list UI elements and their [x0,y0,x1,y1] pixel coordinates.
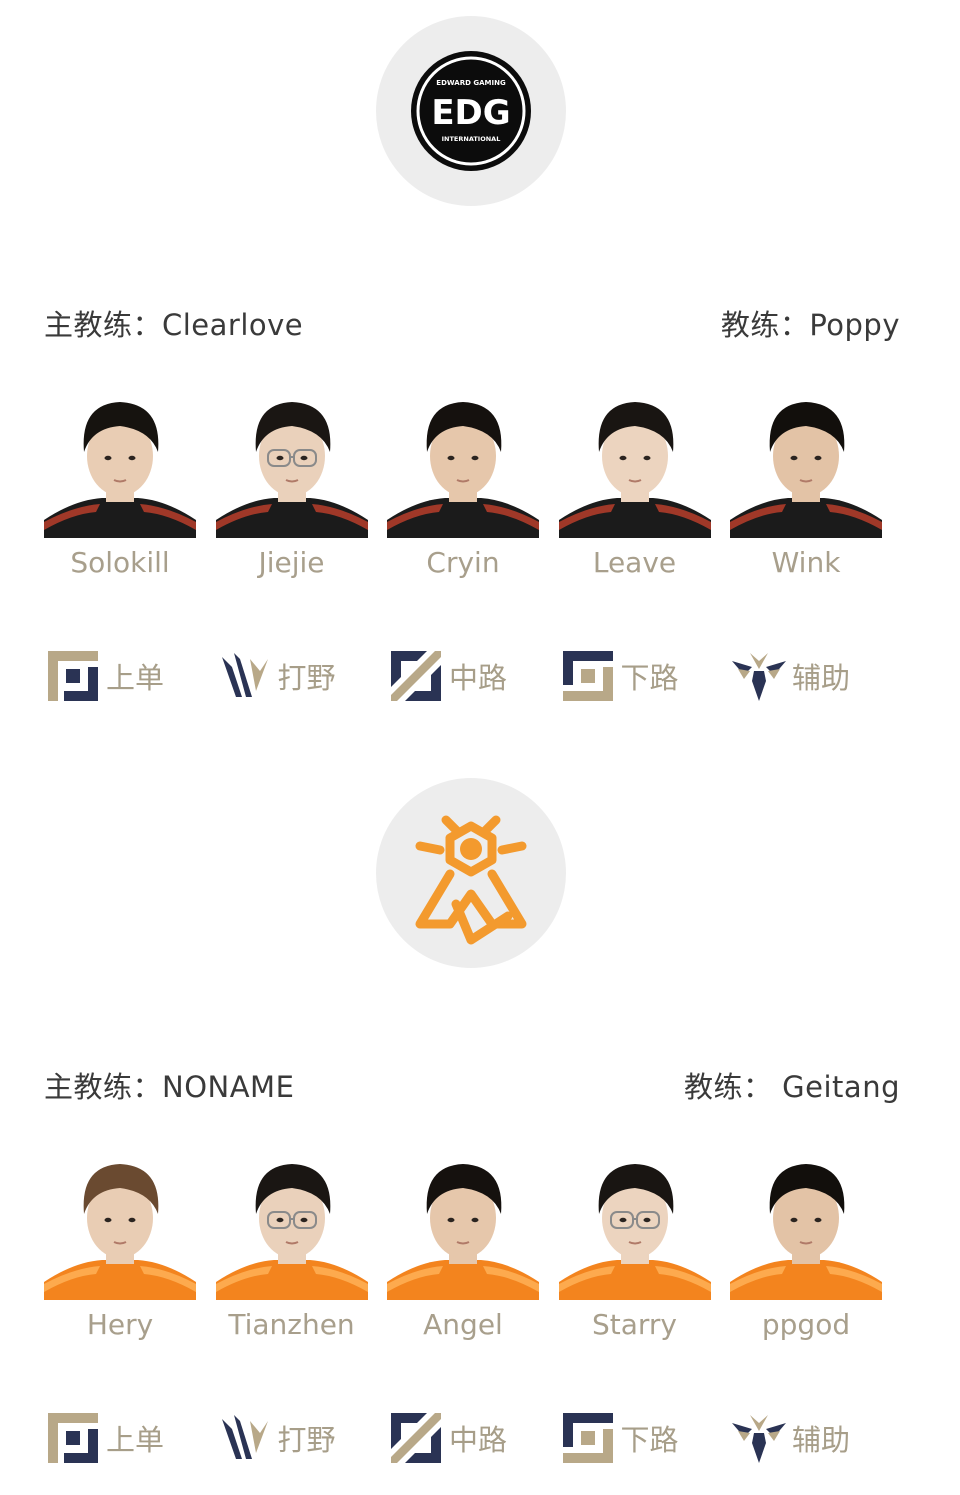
mid-lane-icon [387,647,445,705]
player-card[interactable]: Solokill [44,396,196,579]
player-name: Jiejie [258,546,325,579]
player-card[interactable]: Wink [730,396,882,579]
bot-lane-icon [559,647,617,705]
role-row: 上单 打野 中路 下路 辅助 [44,1408,902,1468]
player-list: Solokill Jiejie Cryin Leave Wink [44,396,882,579]
player-name: Angel [423,1308,503,1341]
player-portrait [730,396,882,538]
support-icon [730,647,788,705]
player-name: Tianzhen [228,1308,355,1341]
bot-lane-icon [559,1409,617,1467]
top-lane-icon [44,647,102,705]
role-top: 上单 [44,646,216,706]
player-card[interactable]: Hery [44,1158,196,1341]
player-portrait [730,1158,882,1300]
player-card[interactable]: ppgod [730,1158,882,1341]
player-name: Leave [592,546,677,579]
role-label: 下路 [620,661,679,695]
player-name: Solokill [70,546,170,579]
edg-logo-bottom-text: INTERNATIONAL [442,135,501,143]
role-mid: 中路 [387,646,559,706]
player-portrait [44,1158,196,1300]
player-portrait [215,396,368,538]
player-name: Cryin [426,546,500,579]
role-label: 上单 [106,1423,165,1457]
role-mid: 中路 [387,1408,559,1468]
role-label: 下路 [620,1423,679,1457]
player-card[interactable]: Tianzhen [215,1158,368,1341]
role-support: 辅助 [730,1408,902,1468]
edg-logo-top-text: EDWARD GAMING [436,79,506,87]
head-coach-label: 主教练：NONAME [44,1070,295,1104]
player-portrait [387,1158,539,1300]
player-card[interactable]: Leave [558,396,711,579]
omg-logo-icon [415,815,527,945]
jungle-icon [216,1409,274,1467]
player-portrait [215,1158,368,1300]
jungle-icon [216,647,274,705]
edg-logo-text: EDG [431,93,510,133]
role-label: 中路 [449,1423,508,1457]
player-portrait [387,396,539,538]
team-logo-edg[interactable]: EDWARD GAMING EDG INTERNATIONAL [376,16,566,206]
player-name: Starry [591,1308,677,1341]
player-portrait [44,396,196,538]
player-list: Hery Tianzhen Angel Starry ppgod [44,1158,882,1341]
player-card[interactable]: Angel [387,1158,539,1341]
role-row: 上单 打野 中路 下路 辅助 [44,646,902,706]
player-portrait [558,1158,711,1300]
edg-logo-icon: EDWARD GAMING EDG INTERNATIONAL [411,51,531,171]
mid-lane-icon [387,1409,445,1467]
role-top: 上单 [44,1408,216,1468]
support-icon [730,1409,788,1467]
coach-label: 教练：Poppy [720,308,900,342]
role-label: 打野 [277,1423,336,1457]
role-bot: 下路 [559,1408,731,1468]
role-jungle: 打野 [216,646,388,706]
player-card[interactable]: Cryin [387,396,539,579]
top-lane-icon [44,1409,102,1467]
head-coach-label: 主教练：Clearlove [44,308,304,342]
coach-row: 主教练：NONAME 教练： Geitang [44,1062,900,1108]
role-label: 辅助 [792,1423,851,1457]
role-label: 打野 [277,661,336,695]
player-card[interactable]: Jiejie [215,396,368,579]
player-portrait [558,396,711,538]
player-name: Hery [86,1308,154,1341]
coach-label: 教练： Geitang [683,1070,900,1104]
team-logo-omg[interactable] [376,778,566,968]
role-label: 上单 [106,661,165,695]
player-card[interactable]: Starry [558,1158,711,1341]
coach-row: 主教练：Clearlove 教练：Poppy [44,300,900,346]
player-name: Wink [771,546,841,579]
role-support: 辅助 [730,646,902,706]
role-bot: 下路 [559,646,731,706]
player-name: ppgod [761,1308,851,1341]
role-label: 辅助 [792,661,851,695]
role-jungle: 打野 [216,1408,388,1468]
role-label: 中路 [449,661,508,695]
